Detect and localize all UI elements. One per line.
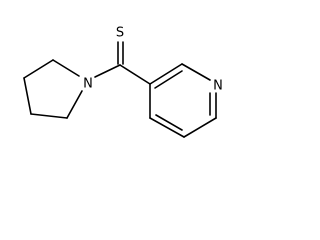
bond-c5-c4-inner [155,114,183,131]
bond-c3-c2-inner [154,70,183,89]
bond-c5-n [66,90,83,119]
bond-c6-c5 [183,117,217,138]
bond-c4-c5 [30,113,68,119]
bond-c3-c4 [23,77,32,115]
bond-n-c2 [52,59,80,77]
pyridine-ring [149,63,217,138]
pyrrolidine-ring [23,59,83,119]
molecule-structure: S N N [23,26,223,138]
bond-n-thiocarbonyl [94,64,121,78]
bond-c5-c4 [149,117,185,138]
bond-thiocarbonyl-pyridine [119,64,151,85]
bond-c3-c2 [149,63,183,85]
pyridine-nitrogen-label: N [213,79,223,94]
sulfur-atom-label: S [116,26,124,41]
bond-c2-n [181,63,211,81]
bond-c2-c3 [23,59,54,79]
pyrrolidine-nitrogen-label: N [83,77,93,92]
thioamide-group [94,41,151,85]
